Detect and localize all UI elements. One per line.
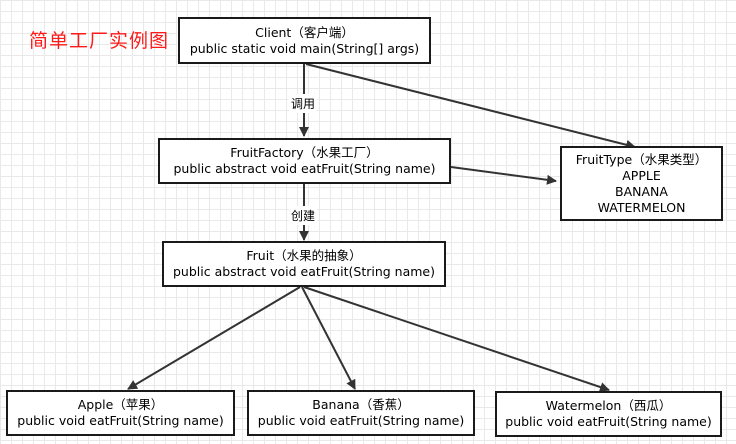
fruit-factory-node[interactable]: FruitFactory（水果工厂） public abstract void … [158,138,451,184]
client-method: public static void main(String[] args) [189,40,420,56]
edge-fruit-banana [301,286,356,390]
client-name: Client（客户端） [255,24,354,40]
fruit-factory-method: public abstract void eatFruit(String nam… [173,161,436,176]
apple-name: Apple（苹果） [77,397,164,412]
edge-label-create: 创建 [289,206,318,225]
edge-client-fruittype [305,63,636,150]
fruit-type-value-banana: BANANA [615,183,668,199]
edge-label-invoke: 调用 [289,94,318,113]
edge-fruit-apple [127,286,301,390]
diagram-title: 简单工厂实例图 [29,30,170,52]
apple-method: public void eatFruit(String name) [17,413,224,428]
watermelon-name: Watermelon（西瓜） [545,398,672,413]
banana-node[interactable]: Banana（香蕉） public void eatFruit(String n… [247,390,475,436]
watermelon-method: public void eatFruit(String name) [505,414,712,429]
fruit-name: Fruit（水果的抽象） [246,248,362,263]
edge-factory-fruittype [450,166,557,185]
fruit-factory-name: FruitFactory（水果工厂） [230,145,379,160]
watermelon-node[interactable]: Watermelon（西瓜） public void eatFruit(Stri… [495,391,722,437]
apple-node[interactable]: Apple（苹果） public void eatFruit(String na… [6,390,235,436]
fruit-method: public abstract void eatFruit(String nam… [172,264,435,279]
fruit-type-value-watermelon: WATERMELON [597,199,686,215]
banana-name: Banana（香蕉） [312,397,410,412]
fruit-type-node[interactable]: FruitType（水果类型） APPLE BANANA WATERMELON [560,146,723,221]
fruit-type-value-apple: APPLE [622,167,661,183]
fruit-node[interactable]: Fruit（水果的抽象） public abstract void eatFru… [162,241,446,287]
client-node[interactable]: Client（客户端） public static void main(Stri… [178,17,431,64]
banana-method: public void eatFruit(String name) [257,413,465,428]
fruit-type-name: FruitType（水果类型） [575,151,708,167]
edge-fruit-watermelon [303,286,610,392]
